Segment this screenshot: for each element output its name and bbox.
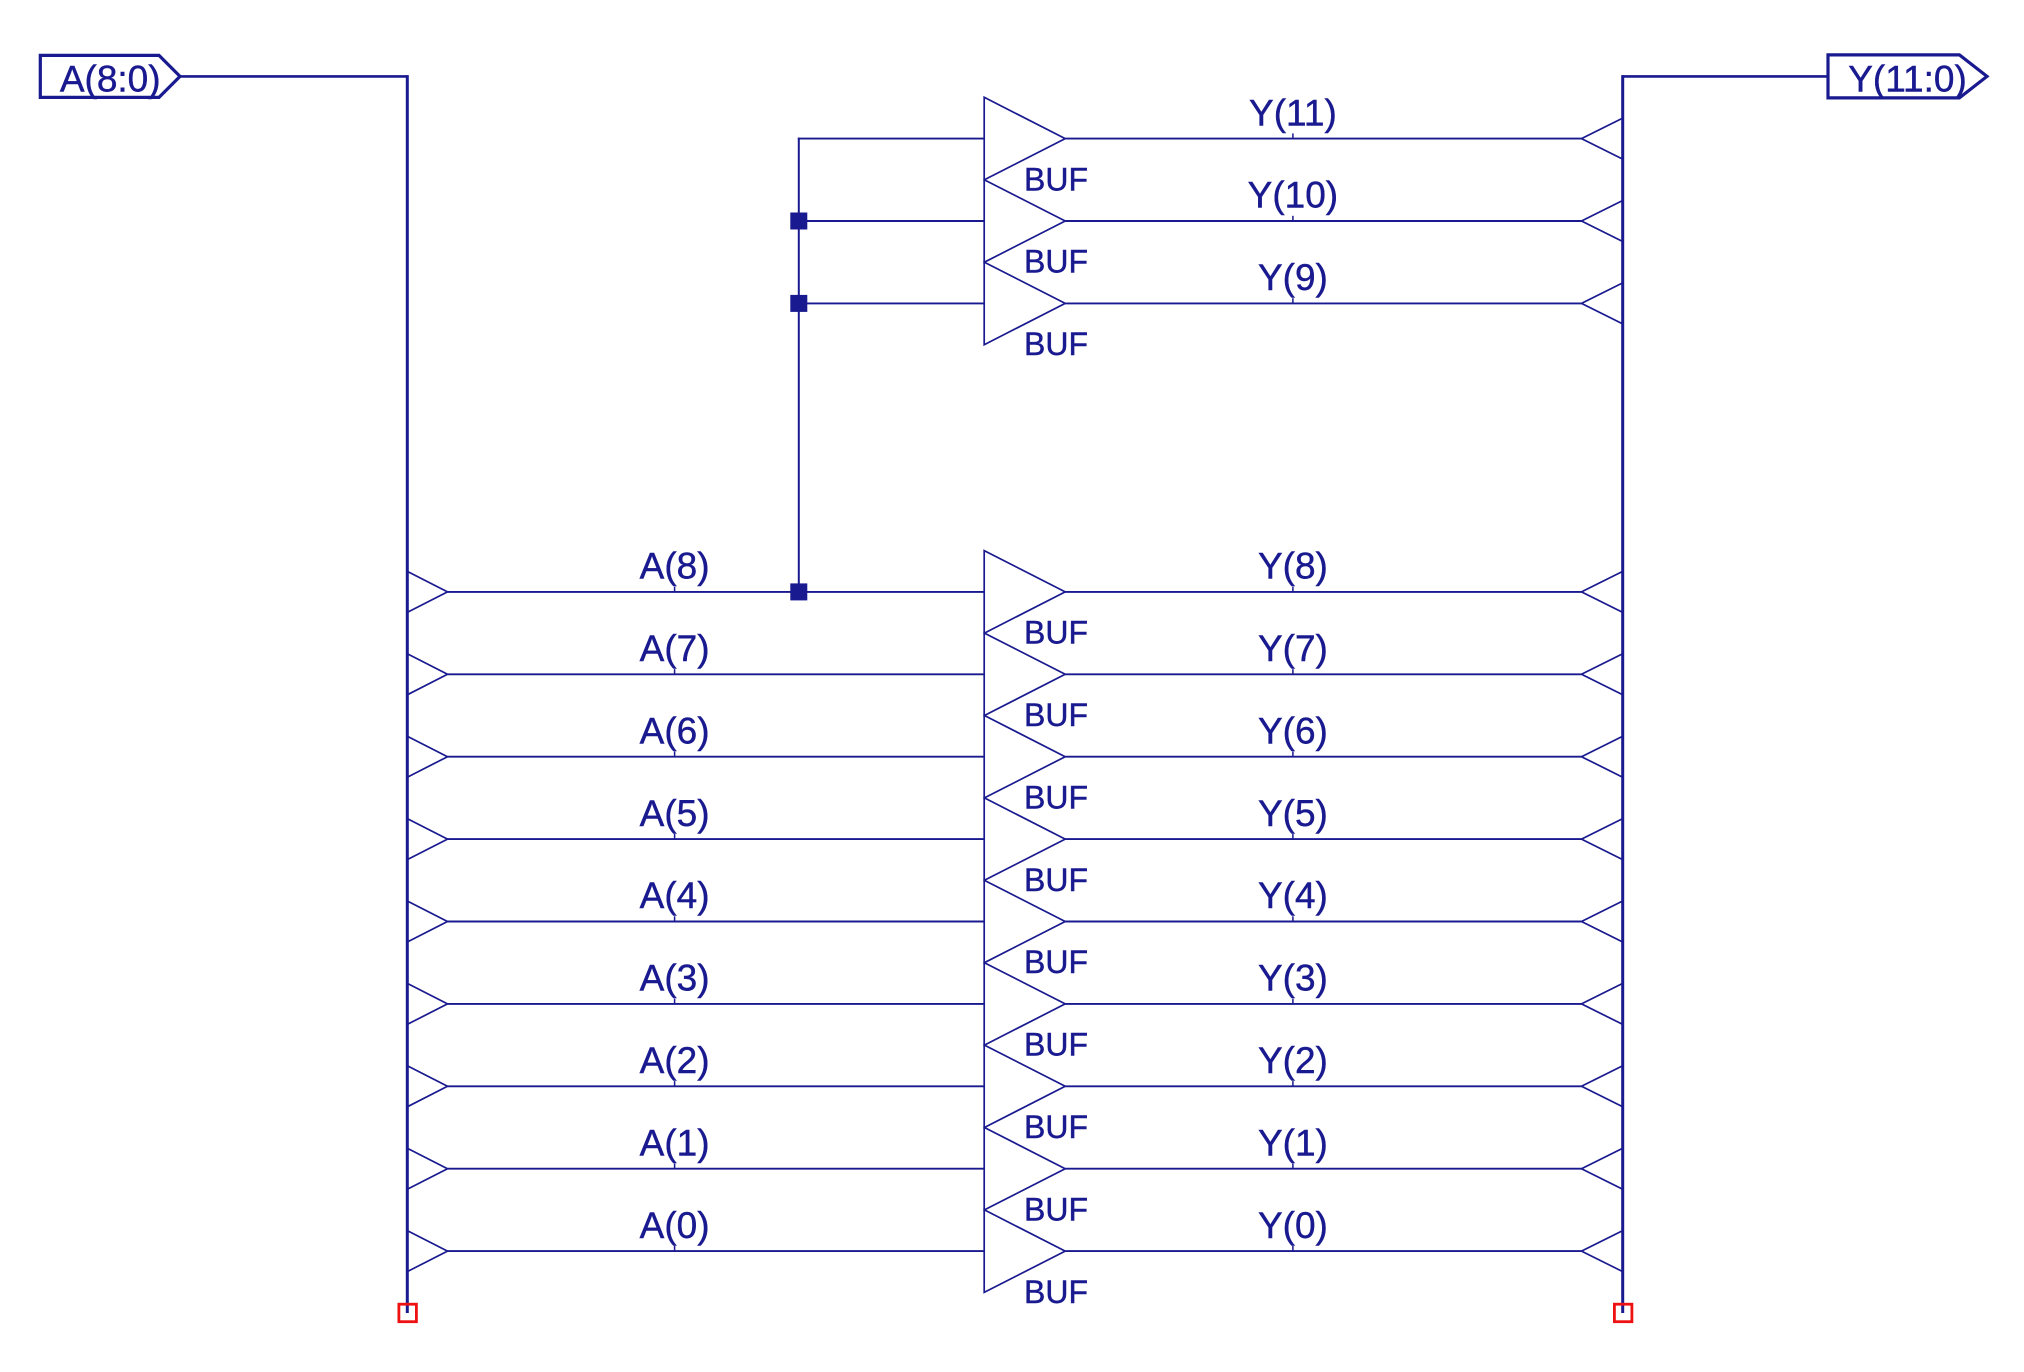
svg-text:BUF: BUF [1024, 697, 1088, 733]
svg-text:BUF: BUF [1024, 779, 1088, 815]
svg-text:Y(0): Y(0) [1258, 1205, 1328, 1246]
svg-text:A(3): A(3) [640, 958, 710, 999]
svg-text:BUF: BUF [1024, 244, 1088, 280]
svg-text:A(6): A(6) [640, 710, 710, 751]
svg-text:Y(9): Y(9) [1258, 257, 1328, 298]
svg-text:BUF: BUF [1024, 326, 1088, 362]
svg-text:A(4): A(4) [640, 875, 710, 916]
svg-text:BUF: BUF [1024, 161, 1088, 197]
svg-text:A(1): A(1) [640, 1122, 710, 1163]
svg-text:BUF: BUF [1024, 1109, 1088, 1145]
svg-text:Y(2): Y(2) [1258, 1040, 1328, 1081]
svg-text:BUF: BUF [1024, 862, 1088, 898]
svg-text:Y(4): Y(4) [1258, 875, 1328, 916]
svg-text:A(8): A(8) [640, 546, 710, 587]
svg-text:Y(7): Y(7) [1258, 628, 1328, 669]
svg-text:BUF: BUF [1024, 1191, 1088, 1227]
svg-text:BUF: BUF [1024, 1027, 1088, 1063]
svg-text:A(8:0): A(8:0) [60, 58, 161, 99]
svg-text:BUF: BUF [1024, 1274, 1088, 1310]
svg-text:Y(11:0): Y(11:0) [1848, 58, 1967, 99]
svg-text:Y(3): Y(3) [1258, 958, 1328, 999]
svg-text:A(5): A(5) [640, 793, 710, 834]
svg-text:BUF: BUF [1024, 944, 1088, 980]
svg-text:A(0): A(0) [640, 1205, 710, 1246]
svg-text:Y(10): Y(10) [1248, 175, 1338, 216]
svg-text:Y(1): Y(1) [1258, 1122, 1328, 1163]
svg-text:Y(5): Y(5) [1258, 793, 1328, 834]
svg-text:BUF: BUF [1024, 615, 1088, 651]
svg-text:Y(6): Y(6) [1258, 710, 1328, 751]
svg-text:A(7): A(7) [640, 628, 710, 669]
svg-text:A(2): A(2) [640, 1040, 710, 1081]
svg-text:Y(11): Y(11) [1249, 92, 1337, 133]
svg-text:Y(8): Y(8) [1258, 546, 1328, 587]
